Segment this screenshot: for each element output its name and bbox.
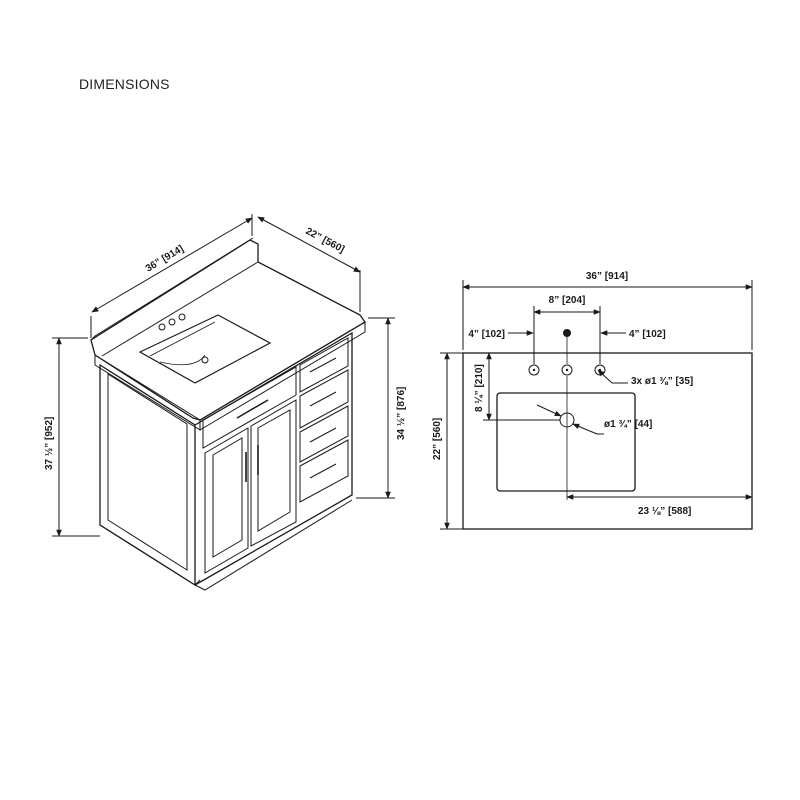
page-title: DIMENSIONS	[79, 76, 170, 92]
top-depth-dimension: 22” [560]	[432, 352, 463, 530]
drain-callout: ø1 ¾” [44]	[536, 404, 652, 435]
vanity-counter-height-dimension: 34 ½” [876]	[356, 317, 407, 499]
vanity-total-height-label: 37 ½” [952]	[44, 417, 55, 470]
right-offset-dimension: 4” [102]	[600, 329, 666, 340]
drain-offset-dimension: 23 ⅛” [588]	[566, 494, 753, 517]
front-to-drain-dimension: 8 ¼” [210]	[474, 352, 560, 421]
faucet-hole-icon	[528, 364, 540, 376]
faucet-hole-icon	[158, 323, 166, 331]
vanity-counter-height-label: 34 ½” [876]	[396, 387, 407, 440]
cabinet-front	[194, 331, 353, 586]
right-offset-label: 4” [102]	[629, 329, 666, 340]
top-width-dimension: 36” [914]	[462, 271, 753, 350]
top-width-label: 36” [914]	[586, 271, 628, 282]
sink-basin	[138, 314, 272, 384]
countertop	[90, 239, 366, 421]
vanity-drawing	[90, 237, 366, 591]
vanity-depth-label: 22” [560]	[304, 226, 346, 256]
sink-outline	[496, 392, 636, 492]
drain-icon	[201, 356, 209, 364]
faucet-spread-label: 8” [204]	[549, 295, 586, 306]
faucet-hole-icon	[168, 318, 176, 326]
drain-label: ø1 ¾” [44]	[604, 419, 652, 430]
vanity-depth-dimension: 22” [560]	[257, 216, 361, 312]
faucet-holes-label: 3x ø1 ⅜” [35]	[631, 376, 693, 387]
left-offset-label: 4” [102]	[468, 329, 505, 340]
top-depth-label: 22” [560]	[432, 418, 443, 460]
countertop-outline	[462, 352, 753, 530]
vanity-width-label: 36” [914]	[144, 243, 186, 274]
left-offset-dimension: 4” [102]	[468, 329, 534, 340]
faucet-hole-icon	[178, 313, 186, 321]
drain-offset-label: 23 ⅛” [588]	[638, 506, 691, 517]
faucet-holes-callout: 3x ø1 ⅜” [35]	[597, 369, 693, 387]
vanity-total-height-dimension: 37 ½” [952]	[44, 337, 100, 537]
faucet-spread-dimension: 8” [204]	[533, 295, 601, 364]
front-to-drain-label: 8 ¼” [210]	[474, 364, 485, 412]
faucet-hole-icon	[561, 364, 573, 376]
